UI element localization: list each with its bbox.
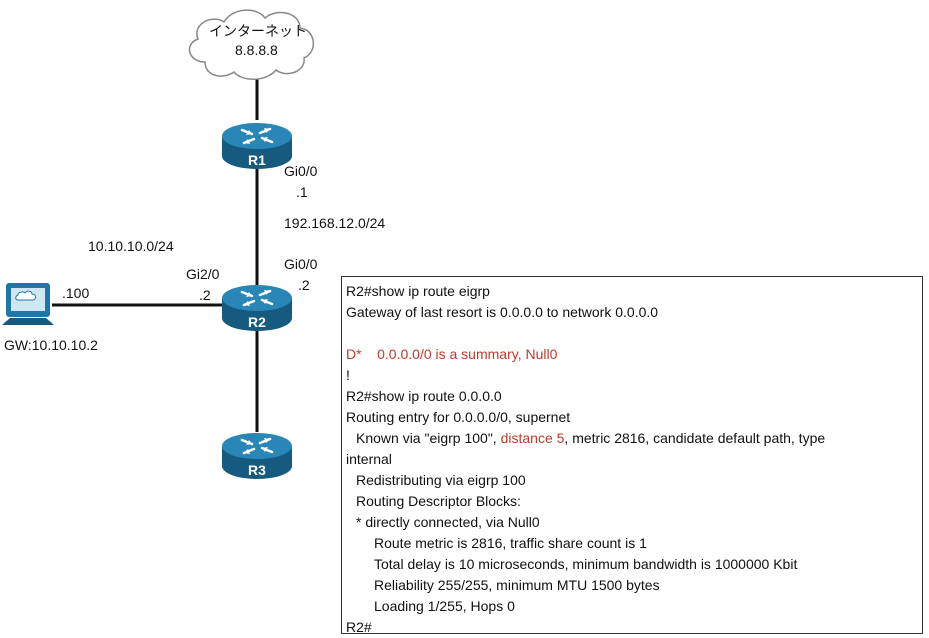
router-r3-label: R3 [248,462,266,478]
cli-line: Route metric is 2816, traffic share coun… [374,535,647,551]
pc-gateway-label: GW:10.10.10.2 [4,337,98,353]
cli-line: R2#show ip route 0.0.0.0 [346,388,502,404]
cloud-label: インターネット [209,23,307,39]
cli-line: * directly connected, via Null0 [356,514,540,530]
internet-cloud-icon [188,9,314,80]
cli-line: Reliability 255/255, minimum MTU 1500 by… [374,577,660,593]
distance-highlight: distance 5 [500,430,565,446]
cli-line: Gateway of last resort is 0.0.0.0 to net… [346,304,659,320]
r2-gi20-label: Gi2/0 [186,266,220,282]
cloud-ip: 8.8.8.8 [235,42,278,58]
router-r2-label: R2 [248,314,266,330]
cli-line: Total delay is 10 microseconds, minimum … [374,556,798,572]
pc-icon [2,283,54,325]
cli-line: Routing entry for 0.0.0.0/0, supernet [346,409,571,425]
known-via-text: Known via "eigrp 100", [356,430,501,446]
network-10-label: 10.10.10.0/24 [88,238,174,254]
router-r1-icon [222,123,292,169]
router-r3-icon [222,433,292,479]
cli-line: Redistributing via eigrp 100 [356,472,526,488]
cli-highlight-line: D* 0.0.0.0/0 is a summary, Null0 [346,344,922,365]
network-192-label: 192.168.12.0/24 [284,215,386,231]
r2-gi00-ip-label: .2 [298,277,310,293]
pc-ip-label: .100 [62,285,90,301]
cli-line: internal [346,451,392,467]
route-summary: 0.0.0.0/0 is a summary, Null0 [377,346,558,362]
route-code: D* [346,346,362,362]
cli-line: R2#show ip route eigrp [346,283,490,299]
cli-output-box: R2#show ip route eigrp Gateway of last r… [341,276,923,635]
r1-interface-label: Gi0/0 [284,163,318,179]
cli-blank-line [346,323,922,344]
r2-gi20-ip-label: .2 [199,287,211,303]
cli-line: ! [346,367,350,383]
metric-text: , metric 2816, candidate default path, t… [564,430,826,446]
cli-line: Known via "eigrp 100", distance 5, metri… [346,428,922,449]
r1-ip-label: .1 [296,184,308,200]
r2-gi00-label: Gi0/0 [284,256,318,272]
router-r1-label: R1 [248,152,266,168]
cli-line: R2# [346,619,372,635]
cli-line: Routing Descriptor Blocks: [356,493,521,509]
router-r2-icon [222,285,292,331]
cli-line: Loading 1/255, Hops 0 [374,598,515,614]
